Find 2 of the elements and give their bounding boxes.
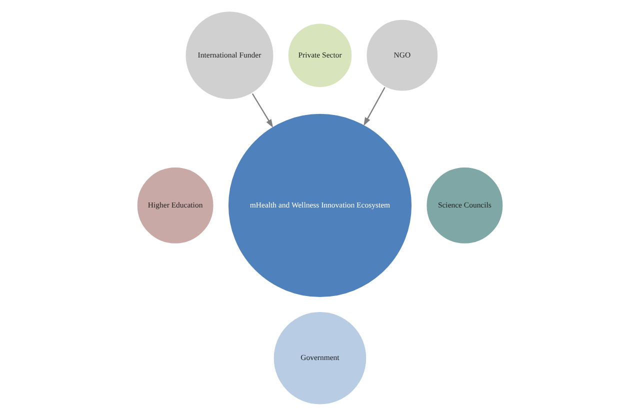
arrow (251, 93, 273, 128)
arrow (363, 87, 385, 126)
